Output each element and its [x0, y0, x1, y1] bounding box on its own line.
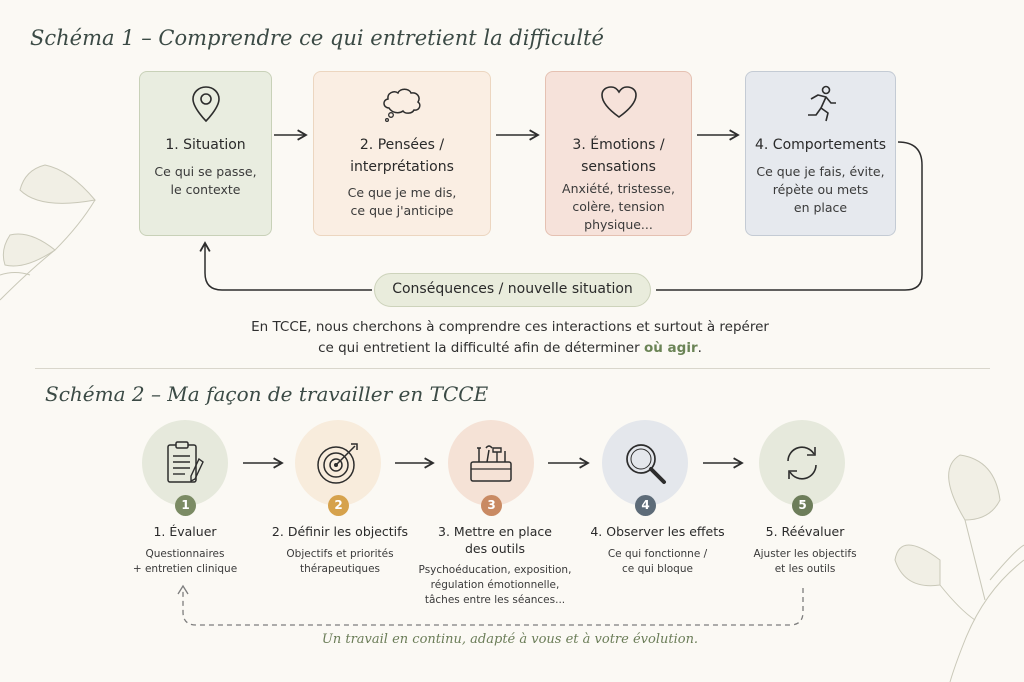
thought-cloud-icon: [383, 88, 421, 122]
box-title: 2. Pensées / interprétations: [350, 137, 454, 175]
step-circle-evaluer: [142, 420, 228, 506]
section-divider: [35, 368, 990, 369]
step-title: 4. Observer les effets: [590, 524, 725, 539]
location-pin-icon: [191, 86, 220, 123]
step-circle-outils: [448, 420, 534, 506]
heart-icon: [600, 86, 637, 118]
box-pensees: 2. Pensées / interprétations Ce que je m…: [313, 71, 491, 236]
box-title: 4. Comportements: [754, 137, 886, 153]
step-desc: Psychoéducation, exposition, régulation …: [418, 564, 572, 606]
step-title: 3. Mettre en place des outils: [438, 524, 552, 556]
clipboard-icon: [167, 441, 204, 483]
box-desc: Ce que je fais, évite, répète ou mets en…: [756, 164, 885, 215]
box-title: 1. Situation: [165, 137, 246, 153]
step-title: 2. Définir les objectifs: [271, 524, 409, 539]
step-desc: Questionnaires + entretien clinique: [132, 548, 238, 575]
step-circle-reevaluer: [759, 420, 845, 506]
step-title: 5. Réévaluer: [765, 524, 845, 539]
note-emphasis: où agir: [643, 340, 698, 356]
cycle-arrows-icon: [787, 446, 817, 480]
note-end: .: [697, 340, 702, 356]
step-badge-5: 5: [792, 495, 813, 516]
step-badge-2: 2: [328, 495, 349, 516]
step-badge-4: 4: [635, 495, 656, 516]
schema1-title: Schéma 1 – Comprendre ce qui entretient …: [30, 26, 604, 50]
ginkgo-leaf-left-decoration: [0, 164, 96, 301]
schema2-title: Schéma 2 – Ma façon de travailler en TCC…: [45, 382, 489, 406]
note-line-2: ce qui entretient la difficulté afin de …: [180, 338, 840, 359]
box-emotions: 3. Émotions / sensations Anxiété, triste…: [545, 71, 692, 236]
toolbox-icon: [470, 445, 512, 482]
note-text: ce qui entretient la difficulté afin de …: [318, 340, 644, 356]
step-desc: Ajuster les objectifs et les outils: [753, 548, 857, 575]
target-icon: [317, 443, 358, 484]
step-desc: Ce qui fonctionne / ce qui bloque: [607, 548, 708, 575]
step-title: 1. Évaluer: [153, 524, 217, 539]
step-desc: Objectifs et priorités thérapeutiques: [286, 548, 394, 575]
step-circle-objectifs: [295, 420, 381, 506]
magnifier-icon: [626, 444, 666, 484]
step-circle-observer: [602, 420, 688, 506]
running-person-icon: [807, 85, 836, 122]
box-comportements: 4. Comportements Ce que je fais, évite, …: [745, 71, 896, 236]
consequences-pill: Conséquences / nouvelle situation: [374, 273, 651, 307]
step-badge-1: 1: [175, 495, 196, 516]
box-situation: 1. Situation Ce qui se passe, le context…: [139, 71, 272, 236]
box-desc: Anxiété, tristesse, colère, tension phys…: [562, 181, 675, 232]
box-desc: Ce qui se passe, le contexte: [154, 164, 257, 197]
box-title: 3. Émotions / sensations: [572, 137, 665, 175]
ginkgo-leaf-right-decoration: [894, 454, 1024, 682]
step-badge-3: 3: [481, 495, 502, 516]
note-line-1: En TCCE, nous cherchons à comprendre ces…: [251, 319, 769, 335]
footer-caption: Un travail en continu, adapté à vous et …: [321, 632, 699, 647]
box-desc: Ce que je me dis, ce que j'anticipe: [347, 185, 457, 218]
